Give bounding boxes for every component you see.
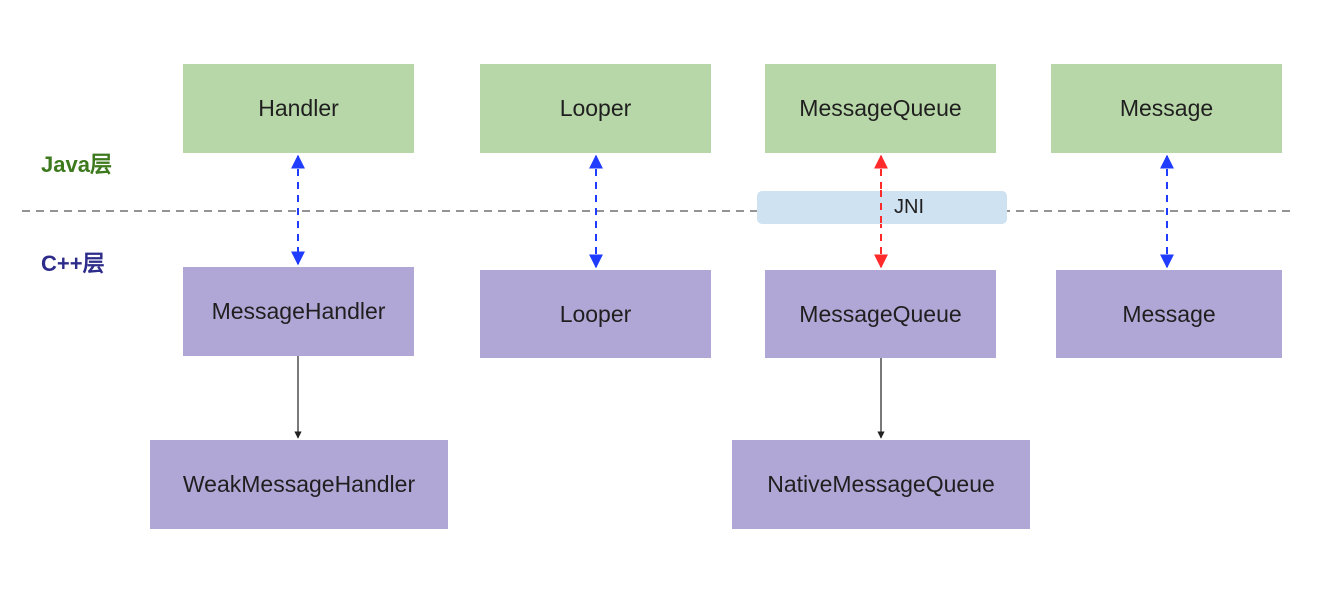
cpp-message-queue-box: MessageQueue xyxy=(765,270,996,358)
cpp-message-label: Message xyxy=(1122,300,1216,327)
cpp-looper-box: Looper xyxy=(480,270,711,358)
java-looper-label: Looper xyxy=(559,95,632,121)
java-handler-label: Handler xyxy=(258,95,339,121)
java-looper-box: Looper xyxy=(480,64,711,153)
weak-message-handler-label: WeakMessageHandler xyxy=(182,471,416,497)
java-message-queue-box: MessageQueue xyxy=(765,64,996,153)
jni-band xyxy=(757,191,1007,224)
cpp-message-queue-label: MessageQueue xyxy=(799,300,962,327)
cpp-message-box: Message xyxy=(1056,270,1282,358)
cpp-layer-label: C++层 xyxy=(41,251,105,276)
native-message-queue-box: NativeMessageQueue xyxy=(732,440,1030,529)
java-message-queue-label: MessageQueue xyxy=(799,95,962,121)
java-layer-label: Java层 xyxy=(41,152,112,177)
native-message-queue-label: NativeMessageQueue xyxy=(767,471,995,497)
cpp-message-handler-box: MessageHandler xyxy=(183,267,414,356)
java-message-box: Message xyxy=(1051,64,1282,153)
cpp-message-handler-label: MessageHandler xyxy=(211,298,386,324)
java-handler-box: Handler xyxy=(183,64,414,153)
jni-label: JNI xyxy=(892,196,926,219)
cpp-looper-label: Looper xyxy=(559,300,632,327)
weak-message-handler-box: WeakMessageHandler xyxy=(150,440,448,529)
java-message-label: Message xyxy=(1119,95,1214,121)
